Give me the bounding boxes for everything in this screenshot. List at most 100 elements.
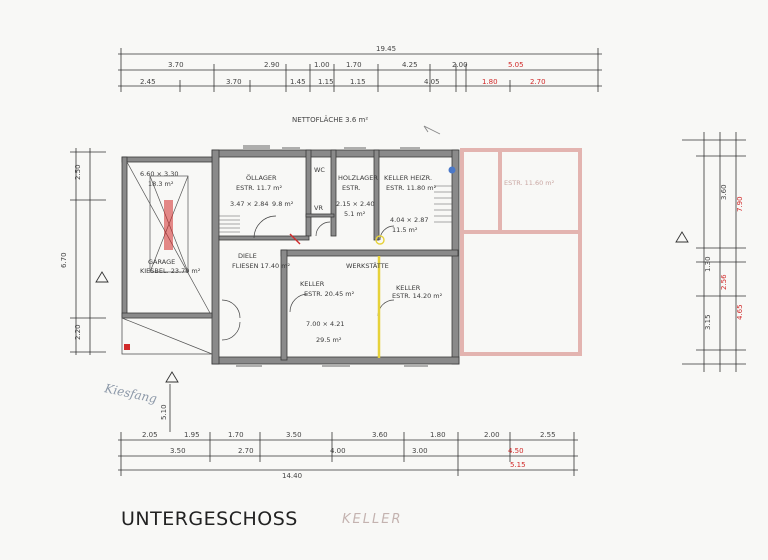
svg-text:4.65: 4.65 <box>736 304 744 320</box>
dim-bottom-row2: 3.50 2.70 4.00 3.00 4.50 5.15 <box>170 447 526 469</box>
entry-marker <box>165 371 179 383</box>
svg-text:ESTR. 20.45 m²: ESTR. 20.45 m² <box>304 290 355 298</box>
svg-text:1.70: 1.70 <box>346 61 362 69</box>
room-keller-1: KELLER ESTR. 20.45 m² 7.00 × 4.21 29.5 m… <box>300 280 355 344</box>
svg-text:2.00: 2.00 <box>484 431 500 439</box>
ghost-extension <box>460 148 582 356</box>
svg-text:29.5 m²: 29.5 m² <box>316 336 342 344</box>
svg-text:4.04 × 2.87: 4.04 × 2.87 <box>390 216 429 224</box>
dim-top-row2: 2.45 3.70 1.45 1.15 1.15 4.05 1.80 2.70 <box>140 78 546 86</box>
svg-text:ESTR. 14.20 m²: ESTR. 14.20 m² <box>392 292 443 300</box>
right-dimension-lines <box>682 132 746 372</box>
forecourt <box>121 317 213 355</box>
stairs <box>219 185 452 233</box>
svg-text:1.70: 1.70 <box>228 431 244 439</box>
red-marker-bottom-left <box>124 344 130 350</box>
svg-text:1.95: 1.95 <box>184 431 200 439</box>
room-garage: 6.60 × 3.30 18.3 m² GARAGE KIESBEL. 23.7… <box>140 170 201 275</box>
svg-text:11.5 m²: 11.5 m² <box>392 226 418 234</box>
walls <box>121 149 460 365</box>
note-top: NETTOFLÄCHE 3.6 m² <box>292 115 368 124</box>
top-dimension-lines <box>118 48 602 92</box>
svg-text:18.3 m²: 18.3 m² <box>148 180 174 188</box>
svg-text:9.8 m²: 9.8 m² <box>272 200 294 208</box>
dim-entry: 5.10 <box>160 404 168 420</box>
svg-text:3.60: 3.60 <box>372 431 388 439</box>
dim-right: 3.60 7.90 1.30 2.56 3.15 4.65 <box>704 184 744 330</box>
svg-text:DIELE: DIELE <box>238 252 257 260</box>
dim-top-total: 19.45 <box>376 45 396 53</box>
dim-bottom-total: 14.40 <box>282 472 302 480</box>
svg-text:1.80: 1.80 <box>430 431 446 439</box>
room-wc: WC <box>314 166 325 174</box>
plan-title: UNTERGESCHOSS <box>121 508 298 530</box>
bottom-dimension-lines <box>118 432 578 476</box>
dim-left-3: 2.20 <box>74 324 82 340</box>
plan-subtitle: KELLER <box>342 512 403 527</box>
annotation-kiesfang: Kiesfang <box>102 381 158 406</box>
svg-text:1.00: 1.00 <box>314 61 330 69</box>
svg-text:2.70: 2.70 <box>238 447 254 455</box>
svg-text:2.55: 2.55 <box>540 431 556 439</box>
dim-left-2: 6.70 <box>60 252 68 268</box>
svg-text:6.60 × 3.30: 6.60 × 3.30 <box>140 170 179 178</box>
red-marker-stair <box>289 233 301 245</box>
svg-text:GARAGE: GARAGE <box>148 258 175 266</box>
blue-marker <box>448 166 456 174</box>
svg-text:3.47 × 2.84: 3.47 × 2.84 <box>230 200 269 208</box>
section-marker-left <box>95 271 109 283</box>
svg-text:1.80: 1.80 <box>482 78 498 86</box>
room-keller-heiz: KELLER HEIZR. ESTR. 11.80 m² 4.04 × 2.87… <box>384 174 437 234</box>
section-marker-right <box>675 231 689 243</box>
ghost-room-floor: ESTR. 11.60 m² <box>504 179 555 187</box>
svg-text:2.70: 2.70 <box>530 78 546 86</box>
dim-left-1: 2.50 <box>74 164 82 180</box>
svg-text:2.00: 2.00 <box>452 61 468 69</box>
svg-text:5.1 m²: 5.1 m² <box>344 210 366 218</box>
dim-bottom-row1: 2.05 1.95 1.70 3.50 3.60 1.80 2.00 2.55 <box>142 431 556 439</box>
room-oel-lager: ÖLLAGER ESTR. 11.7 m² 3.47 × 2.84 9.8 m² <box>230 173 294 208</box>
room-holz-lager: HOLZLAGER ESTR. 2.15 × 2.40 5.1 m² <box>336 174 378 218</box>
svg-text:4.50: 4.50 <box>508 447 524 455</box>
svg-text:4.05: 4.05 <box>424 78 440 86</box>
svg-text:2.15 × 2.40: 2.15 × 2.40 <box>336 200 375 208</box>
windows <box>236 145 428 367</box>
room-werkstatt: WERKSTÄTTE <box>346 261 389 270</box>
svg-text:4.25: 4.25 <box>402 61 418 69</box>
svg-text:KELLER: KELLER <box>300 280 325 288</box>
svg-text:ESTR.: ESTR. <box>342 184 361 192</box>
room-keller-2: KELLER ESTR. 14.20 m² <box>392 284 443 300</box>
svg-text:1.45: 1.45 <box>290 78 306 86</box>
svg-text:1.15: 1.15 <box>350 78 366 86</box>
svg-text:3.50: 3.50 <box>286 431 302 439</box>
svg-text:2.90: 2.90 <box>264 61 280 69</box>
yellow-marker <box>375 235 385 245</box>
svg-text:KELLER: KELLER <box>396 284 421 292</box>
svg-text:2.45: 2.45 <box>140 78 156 86</box>
svg-text:5.15: 5.15 <box>510 461 526 469</box>
left-dimension-lines <box>70 148 106 355</box>
svg-text:KIESBEL. 23.70 m²: KIESBEL. 23.70 m² <box>140 267 201 275</box>
svg-text:ESTR. 11.7 m²: ESTR. 11.7 m² <box>236 184 282 192</box>
svg-text:ESTR. 11.80 m²: ESTR. 11.80 m² <box>386 184 437 192</box>
svg-text:FLIESEN 17.40 m²: FLIESEN 17.40 m² <box>232 262 291 270</box>
svg-text:3.15: 3.15 <box>704 314 712 330</box>
svg-text:2.05: 2.05 <box>142 431 158 439</box>
dim-top-row1: 3.70 2.90 1.00 1.70 4.25 2.00 5.05 <box>168 61 524 69</box>
svg-text:1.15: 1.15 <box>318 78 334 86</box>
svg-text:3.50: 3.50 <box>170 447 186 455</box>
svg-text:3.00: 3.00 <box>412 447 428 455</box>
garage-car-red <box>164 200 173 250</box>
svg-text:3.70: 3.70 <box>168 61 184 69</box>
svg-text:1.30: 1.30 <box>704 256 712 272</box>
svg-text:4.00: 4.00 <box>330 447 346 455</box>
svg-text:7.00 × 4.21: 7.00 × 4.21 <box>306 320 345 328</box>
svg-text:7.90: 7.90 <box>736 196 744 212</box>
svg-text:2.56: 2.56 <box>720 274 728 290</box>
svg-text:5.05: 5.05 <box>508 61 524 69</box>
svg-text:KELLER HEIZR.: KELLER HEIZR. <box>384 174 432 182</box>
svg-text:3.70: 3.70 <box>226 78 242 86</box>
room-vr: VR <box>314 204 323 212</box>
svg-text:3.60: 3.60 <box>720 184 728 200</box>
